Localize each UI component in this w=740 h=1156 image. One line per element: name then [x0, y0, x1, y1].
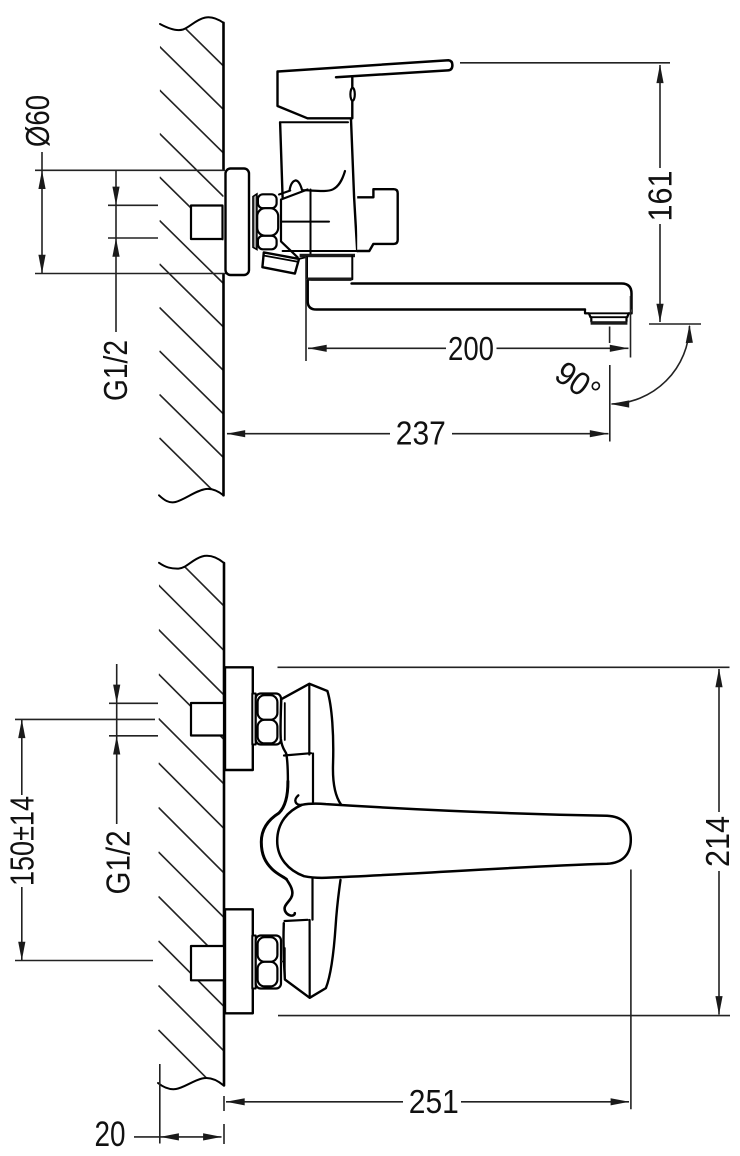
svg-text:150±14: 150±14	[4, 796, 41, 886]
svg-text:200: 200	[448, 330, 494, 367]
svg-text:G1/2: G1/2	[100, 831, 137, 895]
svg-text:Ø60: Ø60	[19, 95, 56, 147]
svg-text:214: 214	[699, 816, 736, 867]
svg-text:237: 237	[396, 415, 446, 452]
svg-text:161: 161	[642, 171, 679, 222]
svg-text:251: 251	[409, 1083, 459, 1120]
svg-text:20: 20	[95, 1115, 126, 1154]
svg-text:G1/2: G1/2	[97, 340, 134, 401]
